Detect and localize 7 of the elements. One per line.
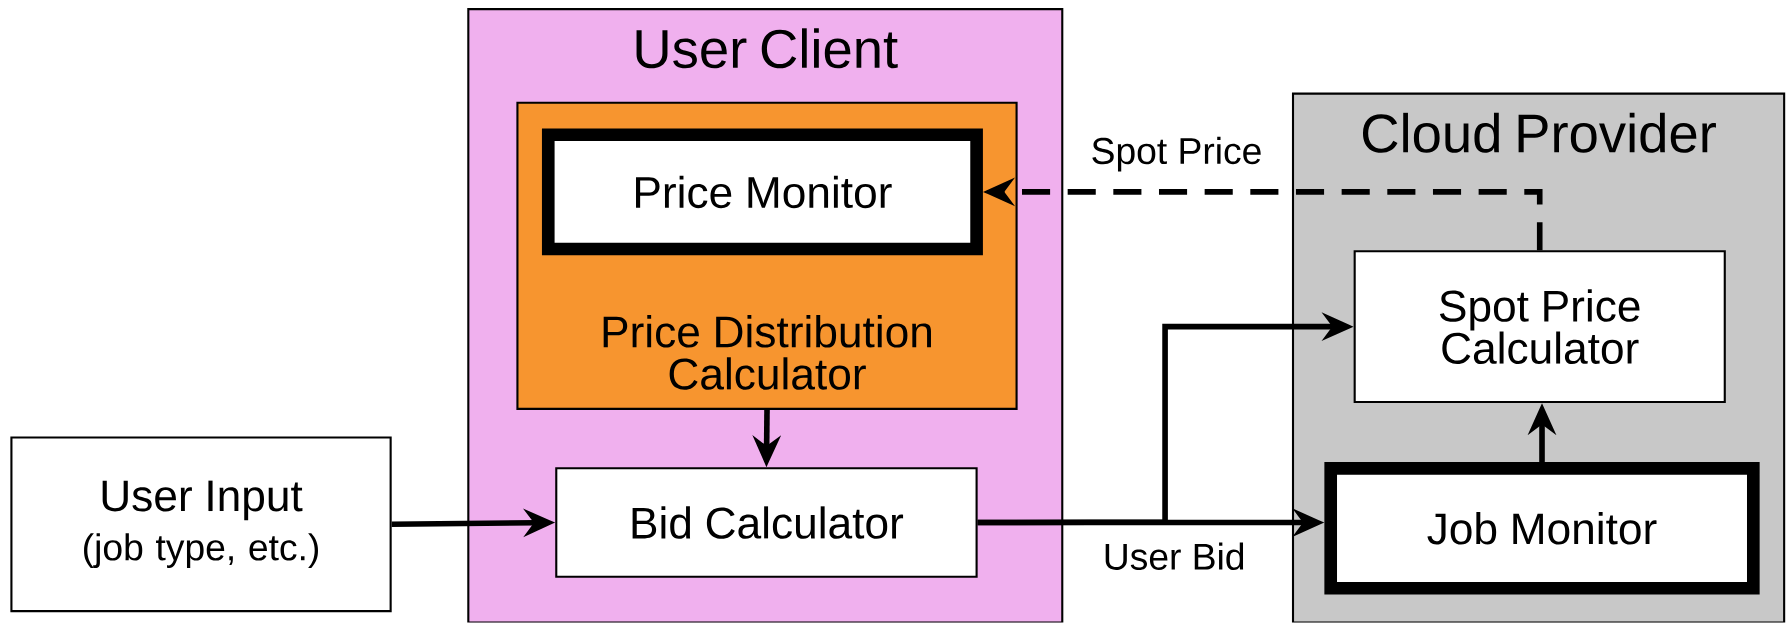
process-box: Bid Calculator bbox=[555, 467, 978, 579]
edge-label: User Bid bbox=[1105, 542, 1244, 571]
process-box: Job Monitor bbox=[1324, 462, 1760, 595]
process-box: Spot Price Calculator bbox=[1353, 250, 1726, 404]
process-box: Price Monitor bbox=[541, 128, 983, 256]
process-box: User Input (job type, etc.) bbox=[10, 436, 392, 613]
edge-label: Spot Price bbox=[1092, 137, 1261, 172]
